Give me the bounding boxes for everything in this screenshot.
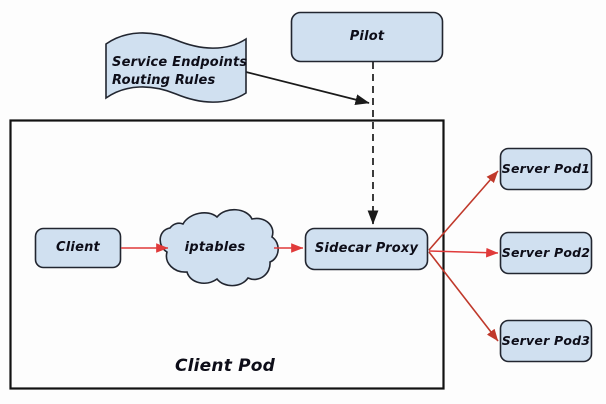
node-server-pod-1[interactable] xyxy=(499,147,593,191)
node-iptables[interactable] xyxy=(159,208,279,287)
node-pilot[interactable] xyxy=(290,11,444,63)
node-server-pod-3[interactable] xyxy=(499,319,593,363)
edge-sidecar-to-server-pod-3 xyxy=(428,251,499,342)
edge-service-endpoints-to-pilot-channel xyxy=(245,71,370,105)
client-pod-boundary xyxy=(9,119,445,390)
node-sidecar-proxy[interactable] xyxy=(304,227,429,271)
edge-sidecar-to-server-pod-1 xyxy=(428,170,499,251)
node-client[interactable] xyxy=(34,227,122,269)
edge-sidecar-to-server-pod-2 xyxy=(428,247,499,258)
node-server-pod-2[interactable] xyxy=(499,231,593,275)
node-service-endpoints[interactable] xyxy=(105,32,247,103)
